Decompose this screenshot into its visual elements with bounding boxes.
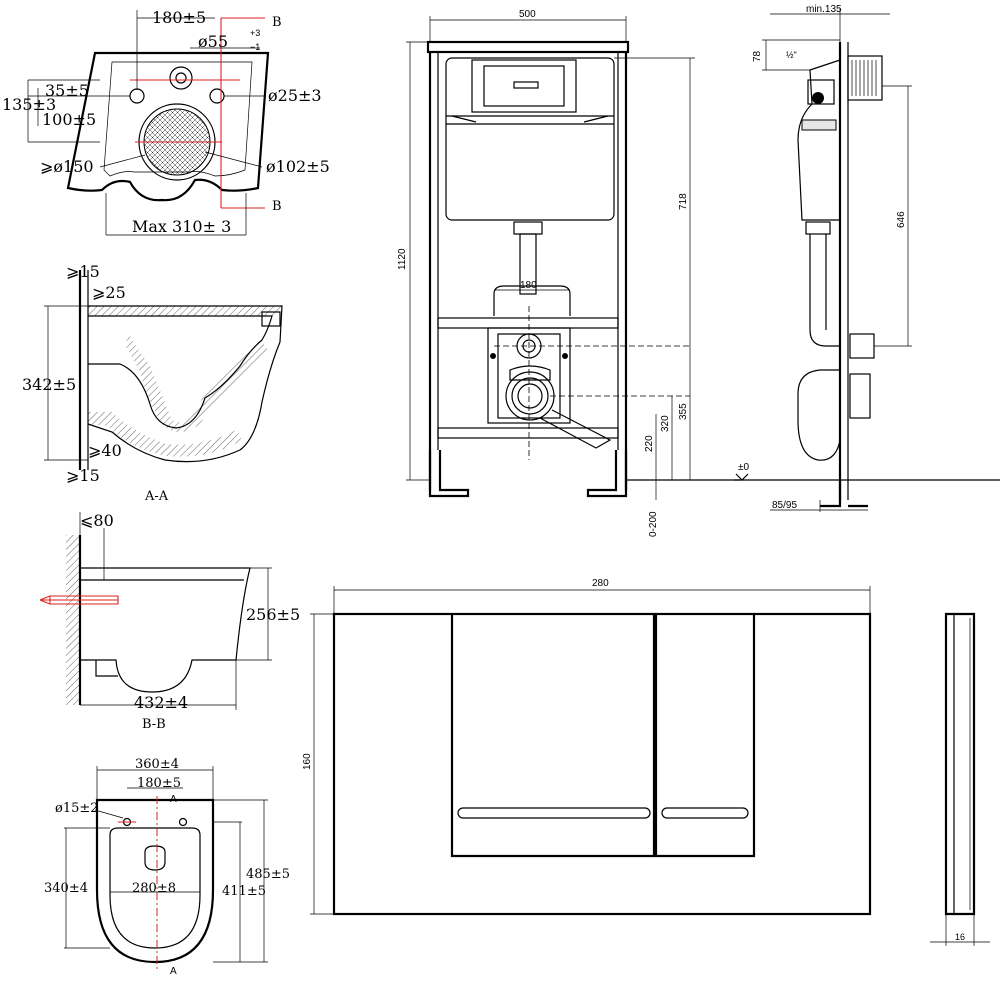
- dim-supply: ø55: [198, 32, 228, 51]
- frame-front-view: 500 1120 718 180 355 320 220 0-200: [397, 9, 740, 537]
- section-a-a: 342±5 ⩾15 ⩾25 ⩾40 ⩾15 A-A: [22, 262, 283, 504]
- dim-supply-upper-tol: +3: [250, 28, 260, 38]
- dim-plate-depth: 16: [955, 932, 965, 942]
- section-marker-a-top: A: [170, 794, 177, 805]
- frame-side-view: min.135 78 ½" 646 ±0 85/95: [734, 4, 1000, 512]
- dim-wall: ⩽80: [80, 511, 114, 530]
- dim-depth-bb: 432±4: [134, 693, 188, 712]
- dim-frame-height: 1120: [397, 248, 408, 270]
- dim-plate-width: 280: [592, 578, 609, 589]
- dim-78: 78: [752, 50, 763, 62]
- dim-bolt-hole: ø25±3: [268, 86, 322, 105]
- dim-355: 355: [678, 403, 689, 420]
- top-view-rear: B B 180±5 ø55 +3 −1 35±5 135±3 100±5 ø25…: [2, 8, 330, 236]
- section-marker-a-bottom: A: [170, 966, 177, 977]
- dim-width-plan: 360±4: [135, 757, 179, 772]
- dim-height-aa: 342±5: [22, 375, 76, 394]
- dim-hole-plan: ø15±2: [55, 801, 99, 816]
- dim-485: 485±5: [246, 867, 290, 882]
- dim-180-front: 180: [520, 280, 537, 291]
- dim-height-bb: 256±5: [246, 605, 300, 624]
- section-label-bb: B-B: [142, 717, 166, 732]
- dim-320: 320: [660, 415, 671, 432]
- dim-100: 100±5: [42, 110, 96, 129]
- section-marker-b-bottom: B: [272, 199, 282, 214]
- dim-supply-lower-tol: −1: [250, 42, 260, 52]
- dim-zero: ±0: [738, 462, 749, 473]
- dim-plate-height: 160: [302, 753, 313, 770]
- dim-hole-spacing: 180±5: [152, 8, 206, 27]
- dim-bottom-gap: ⩾15: [66, 466, 100, 485]
- dim-85-95: 85/95: [772, 500, 797, 511]
- dim-outlet: ø102±5: [266, 157, 330, 176]
- dim-min135: min.135: [806, 4, 842, 15]
- dim-top-gap: ⩾15: [66, 262, 100, 281]
- dim-135: 135±3: [2, 95, 56, 114]
- dim-411: 411±5: [222, 884, 266, 899]
- dim-340: 340±4: [44, 881, 88, 896]
- dim-leg-adjust: 0-200: [648, 511, 659, 537]
- plan-view: A A 360±4 180±5 ø15±2 340±4 280±8 411±5 …: [44, 757, 290, 977]
- dim-220: 220: [644, 435, 655, 452]
- flush-plate-side: 16: [930, 612, 990, 946]
- dim-max-width: Max 310± 3: [132, 217, 231, 236]
- dim-bottom-40: ⩾40: [88, 441, 122, 460]
- dim-35: 35±5: [45, 81, 89, 100]
- dim-frame-width: 500: [519, 9, 536, 20]
- section-b-b: ⩽80 256±5 432±4 B-B: [39, 511, 300, 732]
- dim-thread: ½": [786, 50, 797, 60]
- section-label-aa: A-A: [144, 489, 169, 504]
- dim-280: 280±8: [132, 881, 176, 896]
- dim-646: 646: [896, 211, 907, 228]
- dim-top-25: ⩾25: [92, 283, 126, 302]
- flush-plate-front: 280 160: [302, 578, 872, 916]
- section-marker-b-top: B: [272, 15, 282, 30]
- dim-outlet-min: ⩾ø150: [40, 157, 94, 176]
- dim-hole-spacing-plan: 180±5: [137, 776, 181, 791]
- dim-718: 718: [678, 193, 689, 210]
